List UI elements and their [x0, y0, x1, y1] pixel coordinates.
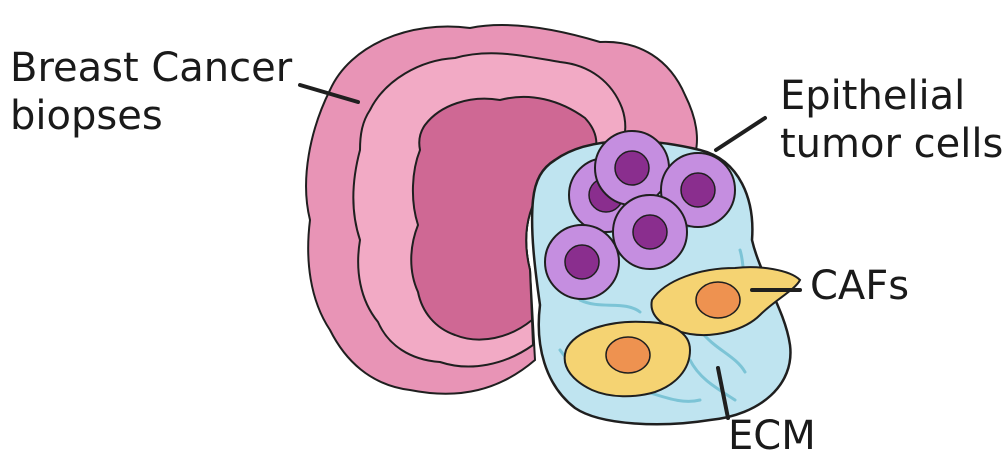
cell-nucleus [681, 173, 715, 207]
cell-nucleus [633, 215, 667, 249]
epithelial-cell [595, 131, 669, 205]
cell-nucleus [615, 151, 649, 185]
label-epi-line2: tumor cells [780, 120, 1003, 168]
leader-epithelial [716, 118, 765, 150]
label-breast-cancer-biopses: Breast Cancer biopses [10, 44, 292, 140]
label-breast-line1: Breast Cancer [10, 44, 292, 92]
epithelial-cell [545, 225, 619, 299]
epithelial-cell [613, 195, 687, 269]
label-epithelial-tumor-cells: Epithelial tumor cells [780, 72, 1003, 168]
label-ecm: ECM [728, 412, 816, 460]
label-cafs: CAFs [810, 262, 909, 310]
label-epi-line1: Epithelial [780, 72, 1003, 120]
cell-nucleus [565, 245, 599, 279]
label-breast-line2: biopses [10, 92, 292, 140]
